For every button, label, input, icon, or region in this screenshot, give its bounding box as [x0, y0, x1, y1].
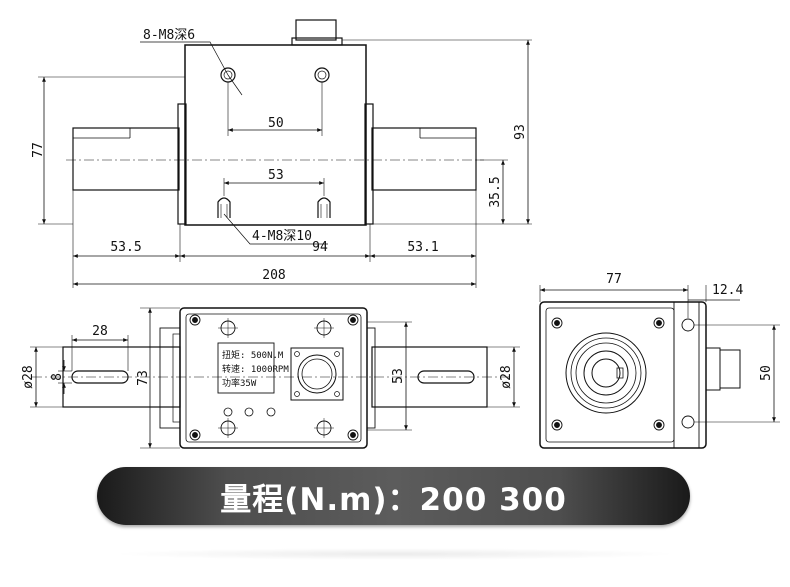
dim-key-length: 28 [92, 324, 108, 339]
dim-height-right: 93 [513, 124, 528, 140]
front-left-shaft [72, 127, 180, 191]
front-body [184, 44, 367, 226]
nameplate-speed: 转速: 1000RPM [222, 363, 289, 375]
front-top-hole-right [314, 67, 330, 83]
dim-connector: 53 [391, 368, 406, 384]
dim-right-shaft: 53.1 [407, 240, 438, 255]
dim-left-shaft: 53.5 [110, 240, 141, 255]
dim-side-width: 77 [606, 272, 622, 287]
dim-key-width: 8 [50, 373, 65, 381]
side-shaft-stub [705, 347, 721, 391]
side-bearing [565, 332, 647, 414]
top-connector-flange [290, 347, 344, 401]
indicator-3 [266, 407, 276, 417]
range-banner-text: 量程(N.m)：200 300 [220, 481, 567, 518]
front-view [38, 19, 532, 288]
top-mount-holes [218, 318, 334, 438]
dim-side-height: 50 [759, 365, 774, 381]
dim-right-diameter: ø28 [499, 365, 514, 388]
shadow [110, 548, 680, 560]
front-right-flange [364, 103, 374, 225]
front-bottom-hole-left [217, 197, 231, 218]
dim-side-offset: 12.4 [712, 283, 743, 298]
dim-overall: 208 [262, 268, 285, 283]
dim-axis-height: 35.5 [488, 176, 503, 207]
nameplate [217, 342, 275, 394]
front-right-shaft [371, 127, 477, 191]
indicator-1 [223, 407, 233, 417]
top-connector [297, 354, 337, 394]
dim-top-holes: 50 [268, 116, 284, 131]
top-view [30, 307, 520, 449]
side-corner-screws [551, 317, 665, 431]
range-banner: 量程(N.m)：200 300 [97, 467, 690, 525]
dim-body-width: 94 [312, 240, 328, 255]
dim-height-left: 77 [31, 142, 46, 158]
front-connector [295, 19, 337, 41]
front-bottom-hole-right [317, 197, 331, 218]
front-left-flange [177, 103, 187, 225]
dim-body-depth: 73 [136, 370, 151, 386]
thread-bottom-label: 4-M8深10 [252, 229, 312, 244]
side-view [539, 285, 780, 449]
nameplate-torque: 扭矩: 500N.M [222, 349, 284, 361]
dim-left-diameter: ø28 [21, 365, 36, 388]
dim-bottom-holes: 53 [268, 168, 284, 183]
thread-top-label: 8-M8深6 [143, 28, 195, 43]
top-corner-screws [189, 314, 359, 441]
nameplate-power: 功率35W [222, 377, 257, 389]
indicator-2 [244, 407, 254, 417]
top-body [179, 307, 368, 449]
